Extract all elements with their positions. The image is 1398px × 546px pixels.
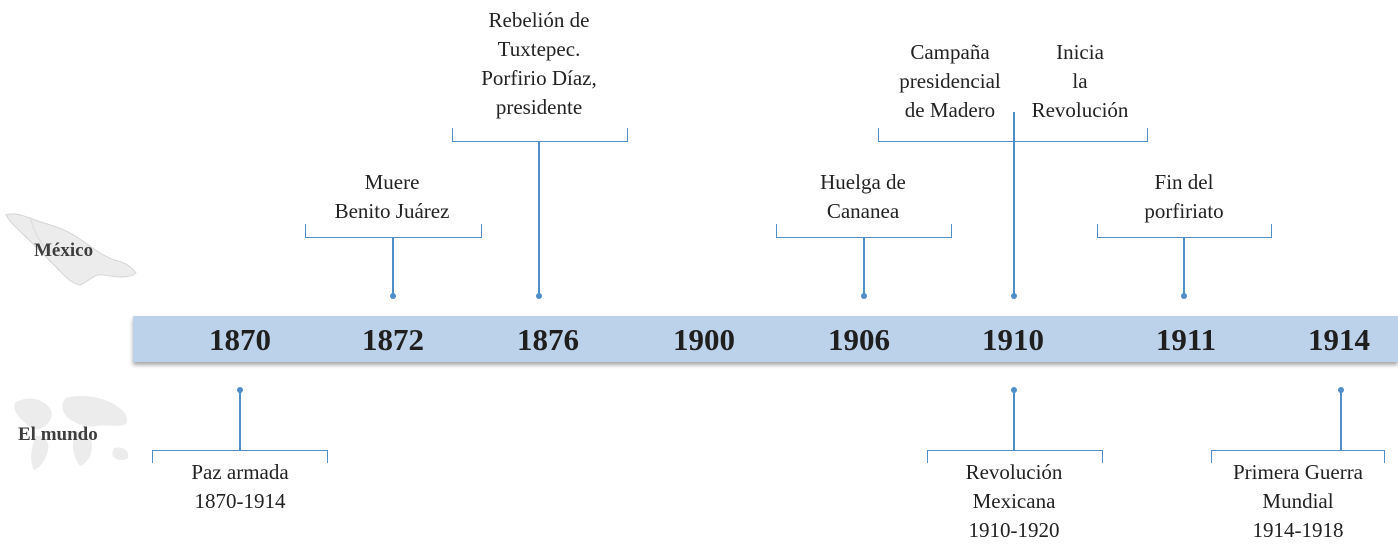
event-text-line: 1870-1914 <box>194 489 286 513</box>
event-text-line: Rebelión de <box>488 8 590 32</box>
connector-line <box>863 238 865 296</box>
connector-line <box>538 142 540 296</box>
event-primera-guerra-mundial: Primera Guerra Mundial 1914-1918 <box>1233 458 1363 545</box>
mexico-label: México <box>34 240 94 261</box>
event-inicia-revolucion: Inicia la Revolución <box>1032 38 1129 125</box>
year-1911: 1911 <box>1155 322 1217 357</box>
event-text-line: presidente <box>495 95 583 119</box>
year-1872: 1872 <box>362 322 424 357</box>
event-text-line: Huelga de <box>820 170 906 194</box>
mexico-map-icon <box>5 213 137 286</box>
event-text-line: Paz armada <box>191 460 289 484</box>
event-text-line: Primera Guerra <box>1232 460 1364 484</box>
connector-line <box>1340 390 1342 450</box>
year-1870: 1870 <box>209 322 271 357</box>
event-text-line: Fin del <box>1154 170 1214 194</box>
connector-dot <box>1180 293 1187 299</box>
connector-dot <box>1010 293 1017 299</box>
event-bracket <box>1097 224 1272 238</box>
event-text-line: Porfirio Díaz, <box>481 66 597 90</box>
event-muere-benito-juarez: Muere Benito Juárez <box>335 168 450 226</box>
event-text-line: Inicia <box>1056 40 1104 64</box>
event-bracket <box>452 128 628 142</box>
event-text-line: 1910-1920 <box>968 518 1060 542</box>
event-rebelion-tuxtepec: Rebelión de Tuxtepec. Porfirio Díaz, pre… <box>481 6 596 122</box>
event-huelga-cananea: Huelga de Cananea <box>820 168 906 226</box>
event-text-line: Tuxtepec. <box>497 37 581 61</box>
event-bracket <box>305 224 482 238</box>
event-text-line: Benito Juárez <box>334 199 450 223</box>
event-paz-armada: Paz armada 1870-1914 <box>191 458 288 516</box>
event-text-line: porfiriato <box>1144 199 1224 223</box>
event-text-line: Campaña <box>910 40 990 64</box>
event-revolucion-mexicana: Revolución Mexicana 1910-1920 <box>966 458 1063 545</box>
connector-line <box>1183 238 1185 296</box>
event-campana-madero: Campaña presidencial de Madero <box>899 38 1000 125</box>
event-bracket <box>776 224 952 238</box>
event-text-line: Muere <box>364 170 420 194</box>
connector-line <box>239 390 241 450</box>
timeline-bar <box>133 316 1398 362</box>
event-bracket <box>152 450 328 463</box>
event-text-line: la <box>1072 69 1088 93</box>
event-text-line: de Madero <box>904 98 996 122</box>
connector-line <box>1013 390 1015 450</box>
year-1906: 1906 <box>828 322 890 357</box>
connector-dot <box>860 293 867 299</box>
event-text-line: Mexicana <box>972 489 1056 513</box>
event-fin-porfiriato: Fin del porfiriato <box>1144 168 1223 226</box>
year-1900: 1900 <box>673 322 735 357</box>
event-text-line: Revolución <box>965 460 1063 484</box>
world-label: El mundo <box>18 424 98 445</box>
connector-line <box>392 238 394 296</box>
event-bracket <box>927 450 1103 463</box>
connector-dot <box>389 293 396 299</box>
event-text-line: 1914-1918 <box>1252 518 1344 542</box>
world-map-icon <box>14 395 129 470</box>
year-1914: 1914 <box>1308 322 1370 357</box>
connector-line <box>1013 112 1015 296</box>
event-text-line: presidencial <box>899 69 1001 93</box>
event-text-line: Mundial <box>1262 489 1334 513</box>
event-text-line: Cananea <box>826 199 900 223</box>
event-bracket <box>1211 450 1385 463</box>
year-1910: 1910 <box>982 322 1044 357</box>
year-1876: 1876 <box>517 322 579 357</box>
connector-dot <box>535 293 542 299</box>
event-text-line: Revolución <box>1031 98 1129 122</box>
